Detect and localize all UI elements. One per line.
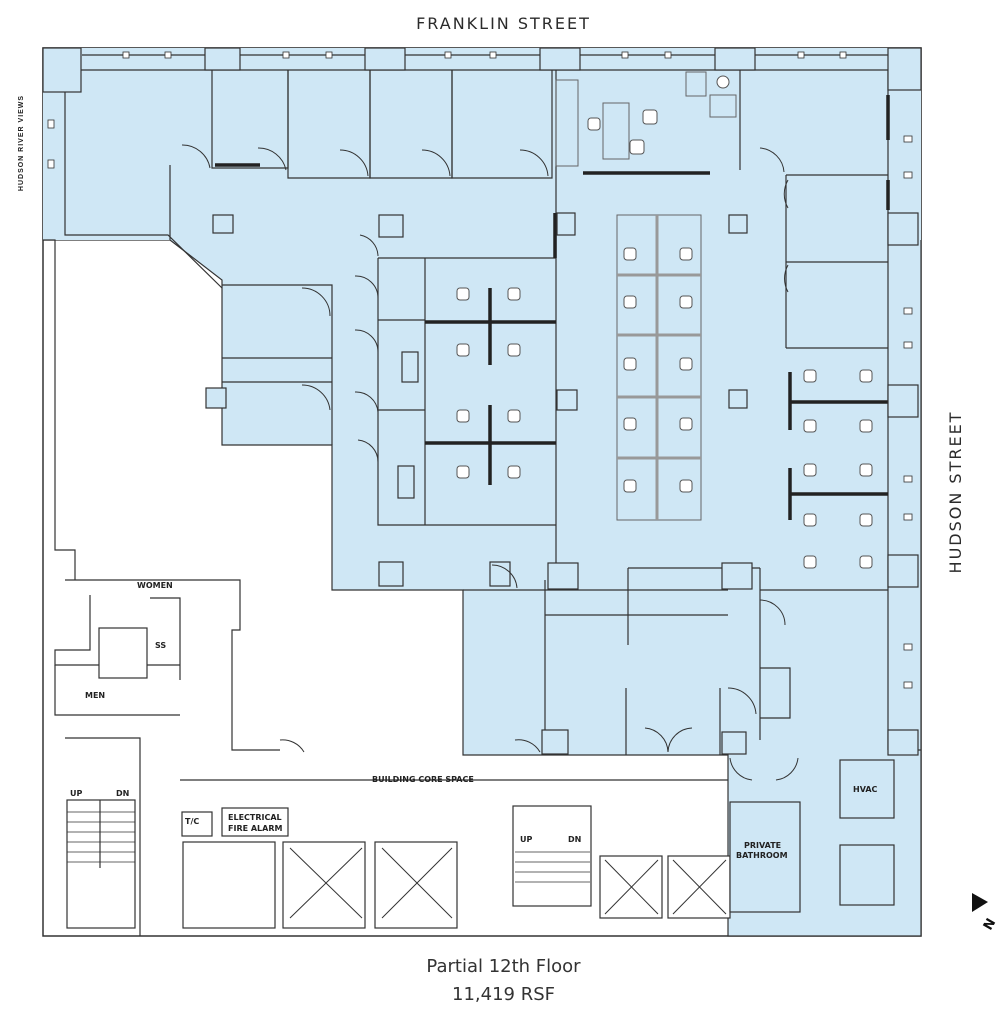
north-arrow-icon: N [972,893,999,933]
elevator-crosses [289,847,727,919]
stair-treads [67,811,590,883]
columns [42,47,922,756]
label-women: WOMEN [137,581,173,590]
label-bathroom-2: BATHROOM [736,851,788,860]
caption-title: Partial 12th Floor [426,956,581,977]
label-fire-alarm: FIRE ALARM [228,824,282,833]
north-letter: N [981,916,999,933]
label-bathroom-1: PRIVATE [744,841,781,850]
door-swings [181,144,799,781]
label-men: MEN [85,691,105,700]
label-tc: T/C [185,817,199,826]
label-hvac: HVAC [853,785,878,794]
tenant-space-north-bay [43,48,921,240]
label-core: BUILDING CORE SPACE [372,775,474,784]
thick-partitions [215,95,890,520]
caption-area: 11,419 RSF [452,984,555,1005]
chairs [456,75,873,569]
workstations [555,71,737,521]
label-ss: SS [155,641,166,650]
label-stair-dn-right: DN [568,835,581,844]
label-stair-up-left: UP [70,789,82,798]
label-stair-up-right: UP [520,835,532,844]
label-stair-dn-left: DN [116,789,129,798]
floor-plan: WOMEN MEN SS T/C ELECTRICAL FIRE ALARM B… [42,47,999,937]
label-electrical: ELECTRICAL [228,813,282,822]
window-mullions [47,51,913,689]
street-label-north: FRANKLIN STREET [416,14,591,33]
